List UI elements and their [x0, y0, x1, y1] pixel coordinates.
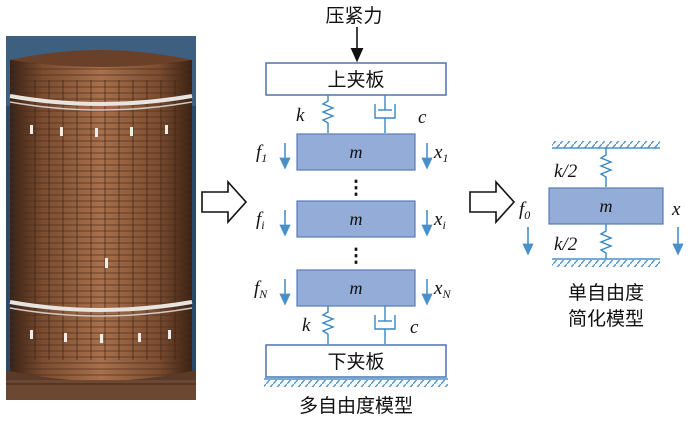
force-fn: fN [254, 278, 268, 301]
mdof-ground-hatch [264, 380, 448, 387]
disp-xi: xi [433, 209, 446, 232]
sdof-top-spring [599, 148, 613, 187]
force-fi: fi [256, 209, 265, 232]
mass-block-n [296, 269, 416, 307]
sdof-force: f0 [519, 199, 530, 222]
upper-plate-label: 上夹板 [327, 69, 384, 91]
disp-xn: xN [433, 278, 451, 301]
top-stiffness-label: k [296, 105, 305, 126]
mass-block-1 [296, 133, 416, 171]
mdof-caption: 多自由度模型 [299, 395, 413, 417]
sdof-top-hatch [552, 141, 660, 148]
upper-clamp-plate [265, 62, 447, 96]
sdof-mass-label: m [600, 196, 613, 216]
mdof-model: 压紧力 上夹板 k c m f1 x1 ⋮ m fi xi ⋮ [254, 5, 451, 417]
sdof-caption-line1: 单自由度 [568, 282, 644, 304]
sdof-caption-line2: 简化模型 [568, 308, 644, 330]
flow-arrow-1 [201, 179, 248, 225]
mass-block-i [296, 200, 416, 238]
transformer-winding-photo [6, 36, 196, 400]
force-title: 压紧力 [325, 5, 382, 27]
top-damping-label: c [418, 107, 427, 128]
bottom-spring [321, 306, 335, 344]
sdof-bottom-hatch [552, 260, 660, 267]
top-damper [374, 95, 396, 133]
sdof-bottom-stiffness: k/2 [554, 234, 578, 255]
sdof-model: k/2 m f0 x k/2 单自由度 简化模型 [519, 141, 684, 330]
sdof-bottom-spring [599, 224, 613, 259]
sdof-top-stiffness: k/2 [554, 161, 578, 182]
disp-x1: x1 [433, 142, 448, 165]
sdof-disp: x [671, 199, 681, 220]
lower-plate-label: 下夹板 [327, 351, 384, 373]
mass-i-label: m [350, 209, 363, 229]
bottom-stiffness-label: k [302, 315, 311, 336]
mass-n-label: m [350, 278, 363, 298]
lower-clamp-plate [265, 344, 447, 378]
top-spring [321, 95, 335, 133]
bottom-damper [374, 306, 396, 344]
ellipsis-upper: ⋮ [347, 178, 366, 199]
mass-1-label: m [350, 142, 363, 162]
ellipsis-lower: ⋮ [347, 246, 366, 267]
force-f1: f1 [256, 142, 267, 165]
flow-arrow-2 [469, 179, 516, 225]
bottom-damping-label: c [410, 317, 419, 338]
